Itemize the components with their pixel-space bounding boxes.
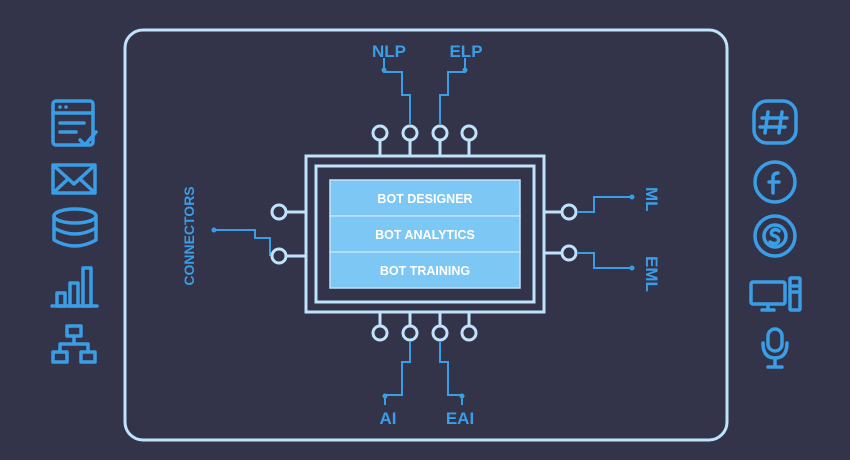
module-bot-designer bbox=[329, 179, 521, 217]
label-eai: EAI bbox=[446, 409, 474, 428]
slack-icon bbox=[752, 99, 798, 145]
label-connectors: CONNECTORS bbox=[181, 186, 197, 285]
bar-chart-icon bbox=[50, 266, 99, 308]
module-bot-training bbox=[329, 251, 521, 289]
dot-nlp bbox=[381, 67, 387, 73]
facebook-icon bbox=[753, 160, 797, 204]
dot-connectors bbox=[211, 227, 217, 233]
microphone-icon bbox=[761, 327, 789, 369]
label-eml: EML bbox=[642, 256, 661, 292]
dot-ai bbox=[382, 393, 388, 399]
pin-ring bbox=[560, 203, 578, 221]
desktop-computer-icon bbox=[749, 276, 802, 312]
label-elp: ELP bbox=[449, 42, 482, 61]
dot-eai bbox=[459, 393, 465, 399]
skype-icon bbox=[753, 214, 797, 258]
module-label: BOT DESIGNER bbox=[377, 192, 472, 206]
pin-ring bbox=[460, 124, 478, 142]
pin-ring bbox=[431, 324, 449, 342]
chip-inner bbox=[314, 164, 536, 304]
pin-ring bbox=[401, 324, 419, 342]
right-icon-column bbox=[749, 99, 802, 369]
module-bot-analytics bbox=[329, 215, 521, 253]
pin-ring bbox=[560, 244, 578, 262]
label-nlp: NLP bbox=[372, 42, 406, 61]
wire-dots bbox=[211, 67, 635, 399]
wire-eml bbox=[578, 252, 630, 269]
pin-ring bbox=[270, 247, 288, 265]
pin-ring bbox=[401, 124, 419, 142]
chip-pins bbox=[270, 124, 578, 342]
org-chart-icon bbox=[51, 324, 97, 364]
database-icon bbox=[52, 207, 98, 248]
left-icon-column bbox=[50, 99, 99, 364]
pin-ring bbox=[371, 124, 389, 142]
pin-ring bbox=[460, 324, 478, 342]
dot-elp bbox=[462, 67, 468, 73]
module-label: BOT TRAINING bbox=[380, 264, 470, 278]
labels: NLP ELP AI EAI ML EML CONNECTORS bbox=[181, 42, 661, 428]
outer-frame bbox=[123, 28, 729, 442]
wire-connectors bbox=[214, 229, 271, 256]
pin-ring bbox=[270, 203, 288, 221]
form-check-icon bbox=[51, 99, 98, 147]
wire-ml bbox=[578, 196, 630, 213]
label-ml: ML bbox=[642, 187, 661, 212]
wire-ai bbox=[384, 342, 411, 405]
pin-ring bbox=[431, 124, 449, 142]
mail-icon bbox=[51, 163, 97, 195]
wire-nlp bbox=[383, 58, 411, 124]
dot-eml bbox=[629, 265, 635, 271]
module-label: BOT ANALYTICS bbox=[375, 228, 475, 242]
dot-ml bbox=[629, 194, 635, 200]
label-ai: AI bbox=[380, 409, 397, 428]
wire-elp bbox=[439, 58, 466, 124]
wire-eai bbox=[439, 342, 463, 405]
chip: BOT DESIGNER BOT ANALYTICS BOT TRAINING bbox=[304, 154, 546, 314]
pin-ring bbox=[371, 324, 389, 342]
